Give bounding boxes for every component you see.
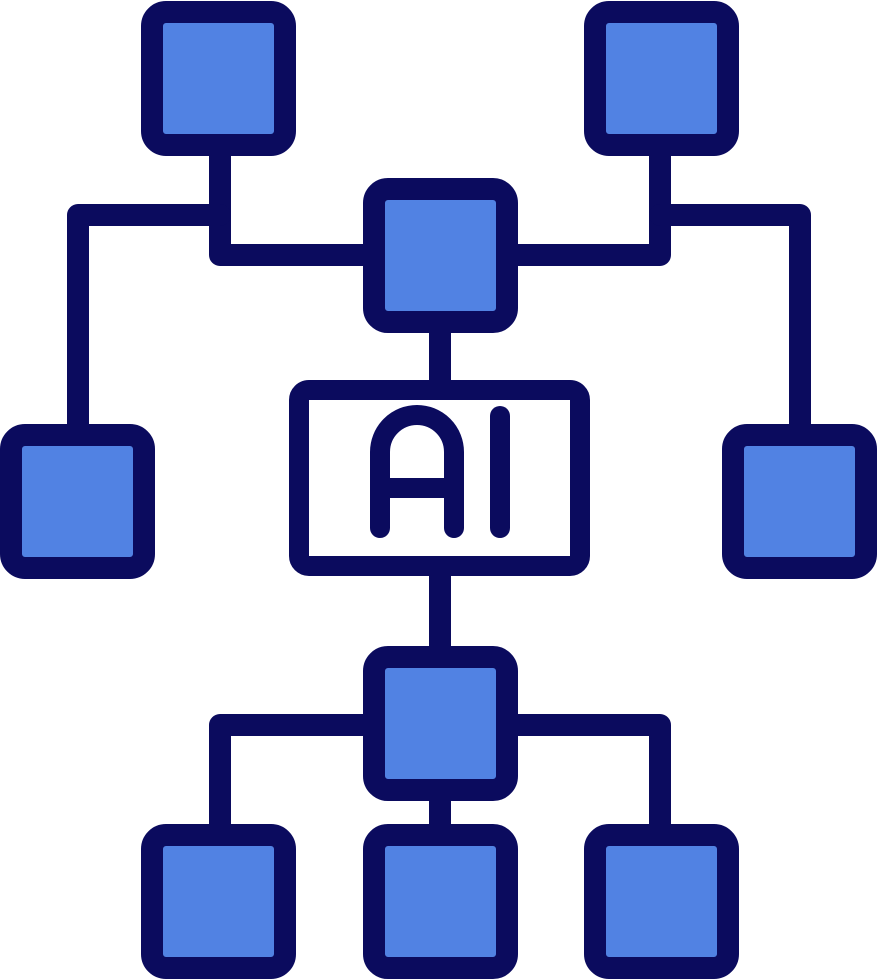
upper-hub-node xyxy=(363,178,518,333)
letter-a-shape xyxy=(370,405,464,538)
connector-top-right xyxy=(499,139,671,266)
connector-bottom-right xyxy=(499,714,671,846)
top-left-node xyxy=(141,1,296,156)
connector-middle-right xyxy=(649,204,811,441)
middle-right-node xyxy=(722,424,877,579)
top-right-node xyxy=(584,1,739,156)
ai-lettering xyxy=(370,405,510,538)
bottom-left-node xyxy=(141,824,296,979)
connector-lines xyxy=(67,139,811,846)
connector-bottom-left xyxy=(209,714,381,846)
lower-hub-node xyxy=(363,646,518,801)
middle-left-node xyxy=(0,424,155,579)
connector-top-left xyxy=(209,139,381,266)
bottom-center-node xyxy=(363,824,518,979)
ai-label-box: AI xyxy=(289,380,590,576)
bottom-right-node xyxy=(584,824,739,979)
connector-middle-left xyxy=(67,204,231,441)
